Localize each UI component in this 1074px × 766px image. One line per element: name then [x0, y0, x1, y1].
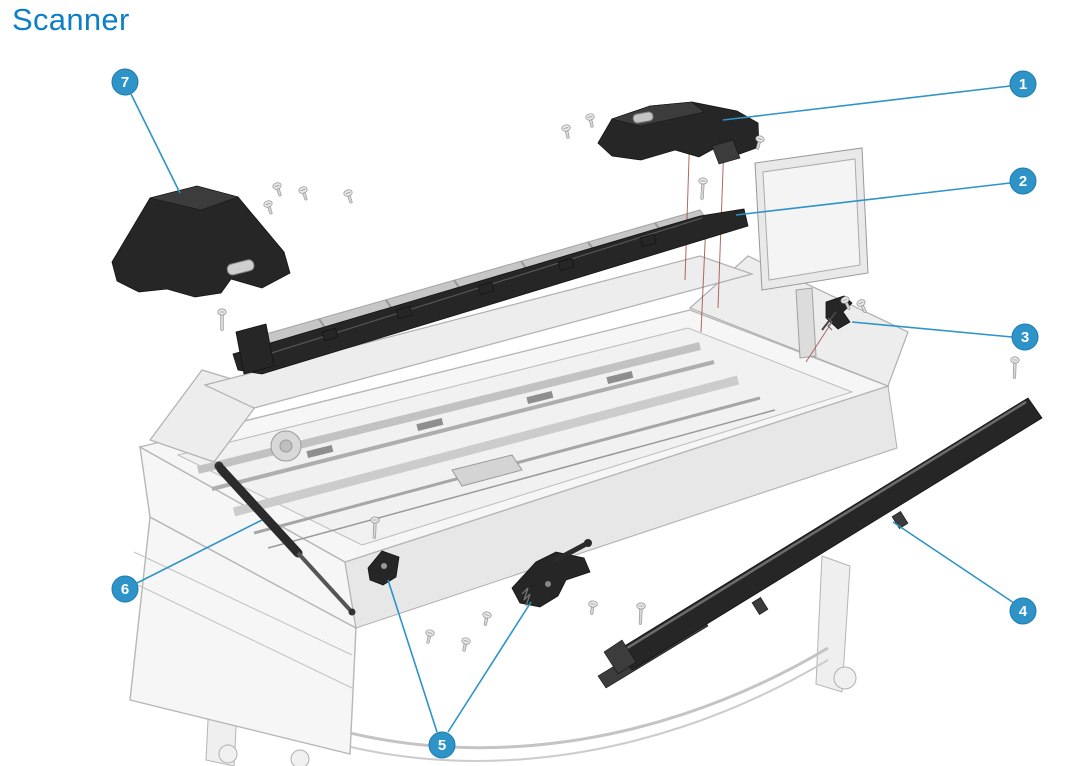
spring-rod — [296, 551, 352, 612]
screw-icon — [480, 610, 493, 627]
screen-display — [762, 158, 861, 281]
callout-1-circle — [1009, 70, 1037, 98]
screw-icon — [697, 177, 708, 201]
screw-icon — [635, 602, 646, 625]
callout-4-circle — [1009, 597, 1037, 625]
callout-1-number: 1 — [1019, 76, 1027, 93]
bar-foot — [891, 511, 909, 529]
stand-right-leg — [815, 555, 851, 693]
beam-tab — [321, 327, 339, 342]
axle — [267, 409, 776, 549]
callout-7-circle — [111, 68, 139, 96]
screw-icon — [271, 181, 285, 198]
callout-2-leader — [735, 182, 1011, 216]
screw-icon — [262, 199, 276, 216]
lever-knob — [584, 539, 592, 547]
roller-segment — [306, 444, 334, 459]
cover-slot — [226, 259, 255, 276]
callout-6-circle — [111, 575, 139, 603]
beam-tab — [639, 233, 657, 248]
callout-7-number: 7 — [121, 74, 129, 91]
latch-spring — [521, 587, 531, 607]
callout-2-number: 2 — [1019, 173, 1027, 190]
latch-spring — [827, 317, 833, 331]
callout-5-number: 5 — [438, 737, 446, 754]
beam-tab — [395, 305, 413, 320]
roller-segment — [526, 390, 554, 405]
part-6-gas-spring — [214, 461, 356, 616]
bracket-slot — [632, 111, 654, 124]
callout-3-leader — [851, 321, 1013, 338]
screen-panel — [754, 147, 869, 359]
bar-foot — [751, 597, 769, 615]
part-1-bracket — [597, 101, 760, 165]
latch-hole — [545, 581, 551, 587]
part-4-bar — [597, 397, 1043, 689]
callout-4-leader — [892, 521, 1015, 604]
callout-7: 7 — [111, 68, 181, 194]
bracket-foot — [711, 139, 741, 165]
roller-segment — [416, 417, 444, 432]
callout-3-circle — [1011, 323, 1039, 351]
screw-icon — [423, 628, 436, 645]
screw-icon — [1009, 356, 1020, 379]
beam-tab — [557, 257, 575, 272]
latch-lever — [553, 541, 589, 563]
caster-wheel — [290, 749, 310, 766]
screw-icon — [342, 188, 356, 205]
page-title: Scanner — [12, 2, 130, 37]
screw-icon — [586, 599, 599, 616]
beam-end-block — [235, 323, 275, 375]
part-2-beam — [232, 208, 749, 375]
rear-frame — [203, 255, 755, 409]
drawer-seam — [133, 551, 353, 656]
spring-cylinder — [216, 464, 303, 558]
part-7-cover — [111, 185, 291, 298]
motor-shaft — [279, 439, 293, 453]
bar-end-cap — [603, 639, 637, 675]
callout-2-circle — [1009, 167, 1037, 195]
callout-6: 6 — [111, 519, 263, 603]
hinge-hole — [381, 563, 387, 569]
latch-arm — [821, 311, 837, 331]
platen-bar — [232, 375, 740, 517]
carriage — [451, 454, 523, 487]
screw-icon — [459, 636, 472, 653]
callout-7-leader — [130, 93, 181, 194]
callout-3: 3 — [851, 321, 1039, 351]
callout-5-leader — [447, 601, 532, 733]
callout-3-number: 3 — [1021, 329, 1029, 346]
screw-icon — [297, 185, 311, 202]
screw-icon — [584, 112, 597, 129]
callout-6-leader — [136, 519, 263, 584]
bar-rail-highlight — [623, 400, 1027, 652]
callout-6-number: 6 — [121, 581, 129, 598]
callout-5: 5 — [387, 579, 532, 759]
scanner-internals — [197, 342, 776, 549]
beam-tab — [477, 281, 495, 296]
spring-end — [348, 608, 356, 616]
callout-5-circle — [428, 731, 456, 759]
callout-4: 4 — [892, 521, 1037, 625]
caster-wheel — [833, 666, 857, 690]
callouts: 1 2 3 4 5 — [111, 68, 1039, 759]
screw-icon — [217, 308, 227, 331]
callout-2: 2 — [735, 167, 1037, 216]
callout-1: 1 — [722, 70, 1037, 121]
roller-bar — [211, 360, 715, 491]
caster-wheel — [218, 744, 238, 764]
screen-arm — [795, 287, 817, 359]
screw-icon — [560, 123, 573, 140]
callout-1-leader — [722, 85, 1011, 121]
callout-5-leader — [387, 579, 438, 733]
drawer-seam — [137, 584, 353, 689]
callout-4-number: 4 — [1019, 603, 1028, 620]
roller-segment — [606, 370, 634, 385]
